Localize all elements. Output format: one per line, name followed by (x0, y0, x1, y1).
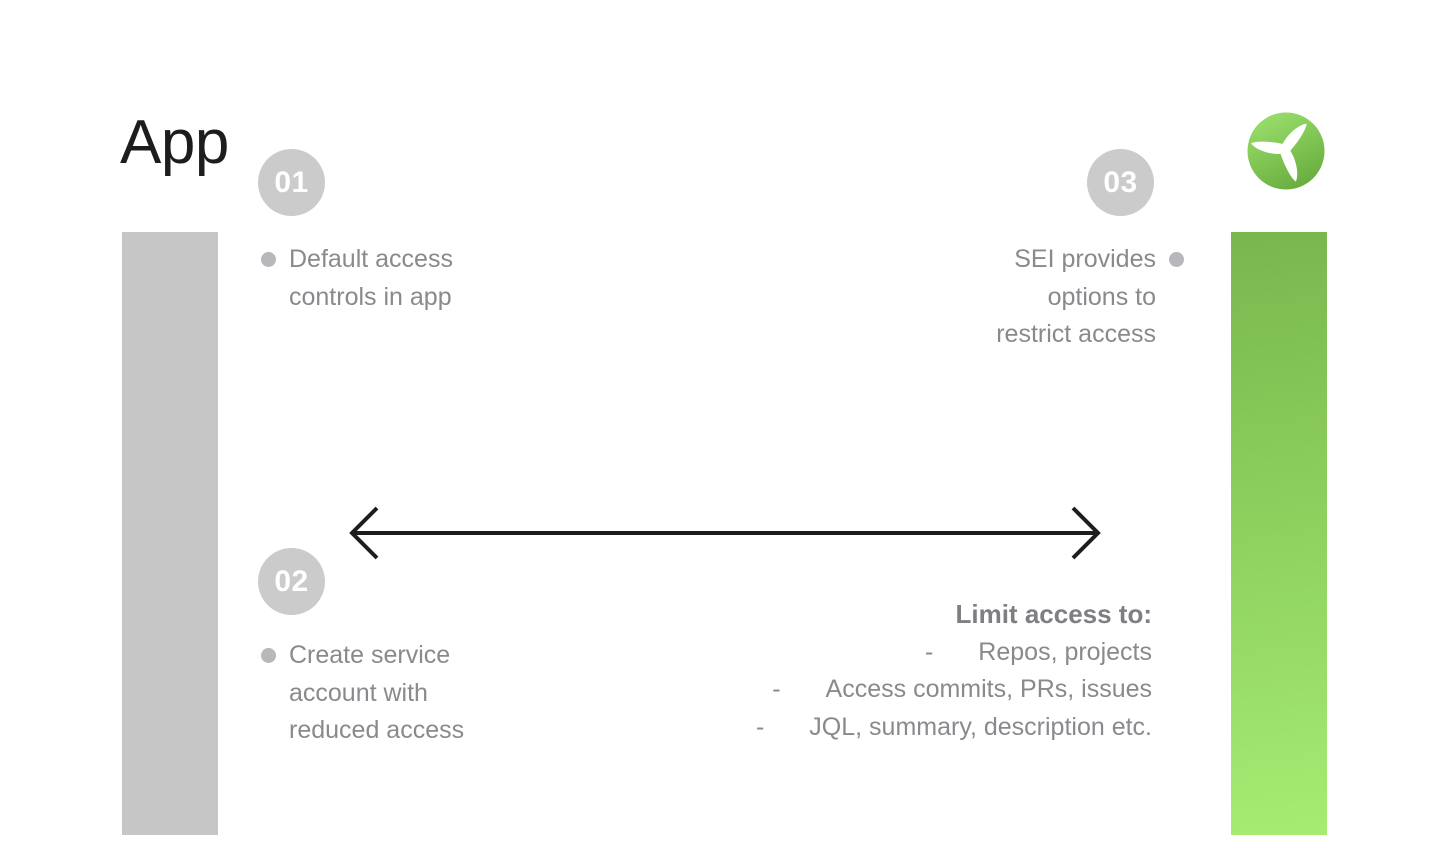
step-note-text: Create service account with reduced acce… (289, 637, 464, 750)
list-item-text: Access commits, PRs, issues (825, 675, 1152, 703)
step-note-01: Default access controls in app (261, 241, 453, 316)
app-column-bar (122, 232, 218, 835)
note-line: reduced access (289, 716, 465, 744)
propeller-logo-icon (1247, 112, 1325, 190)
bullet-dot-icon (261, 252, 276, 267)
step-badge-02: 02 (258, 548, 325, 615)
bullet-dot-icon (261, 648, 276, 663)
list-item: - Repos, projects (756, 634, 1152, 672)
note-line: SEI provides (1014, 245, 1156, 273)
double-headed-arrow (349, 506, 1101, 560)
note-line: account with (289, 678, 428, 707)
step-note-03: SEI provides options to restrict access (996, 241, 1184, 354)
list-item: - JQL, summary, description etc. (756, 709, 1152, 747)
note-line: Default access (289, 245, 453, 273)
limit-access-list: Limit access to: - Repos, projects - Acc… (756, 596, 1152, 746)
dash-bullet: - (755, 712, 765, 741)
dash-bullet: - (772, 675, 781, 703)
note-line: options to (1047, 282, 1156, 311)
dash-bullet: - (924, 637, 934, 666)
note-line: controls in app (289, 282, 452, 311)
step-number: 02 (274, 564, 309, 598)
step-note-02: Create service account with reduced acce… (261, 637, 464, 750)
note-line: restrict access (996, 320, 1156, 348)
step-badge-01: 01 (258, 149, 325, 216)
list-item-text: Repos, projects (978, 637, 1152, 666)
list-item: - Access commits, PRs, issues (756, 671, 1152, 709)
list-item-text: JQL, summary, description etc. (809, 712, 1152, 741)
sei-column-bar (1231, 232, 1327, 835)
page-title: App (120, 108, 229, 177)
step-number: 03 (1103, 165, 1138, 199)
limit-access-title: Limit access to: (955, 599, 1152, 629)
step-note-text: Default access controls in app (289, 241, 453, 316)
step-badge-03: 03 (1087, 149, 1154, 216)
step-note-text: SEI provides options to restrict access (996, 241, 1156, 354)
note-line: Create service (289, 641, 451, 669)
bullet-dot-icon (1169, 252, 1184, 267)
step-number: 01 (274, 165, 309, 199)
